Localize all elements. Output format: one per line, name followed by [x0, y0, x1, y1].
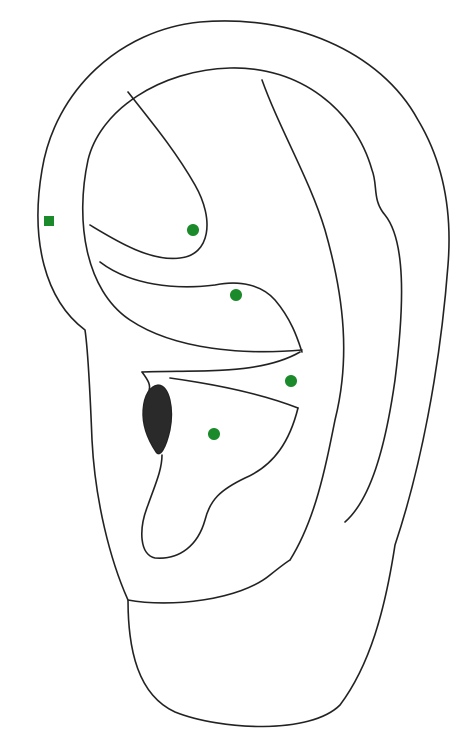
- marker-4: [208, 428, 220, 440]
- ear-canal-opening: [142, 384, 173, 455]
- marker-2: [230, 289, 242, 301]
- inferior-crus: [99, 261, 303, 353]
- superior-crus: [89, 91, 208, 260]
- helix-inner-rim: [81, 67, 403, 523]
- concha-lower: [169, 377, 299, 409]
- concha-upper: [141, 351, 301, 373]
- tragus-notch: [141, 371, 151, 394]
- antitragus-curve: [141, 407, 299, 559]
- lobe-line: [127, 559, 291, 604]
- marker-1: [187, 224, 199, 236]
- marker-3: [285, 375, 297, 387]
- ear-outer-outline: [37, 20, 450, 728]
- antihelix-outer: [261, 79, 345, 561]
- marker-square: [44, 216, 54, 226]
